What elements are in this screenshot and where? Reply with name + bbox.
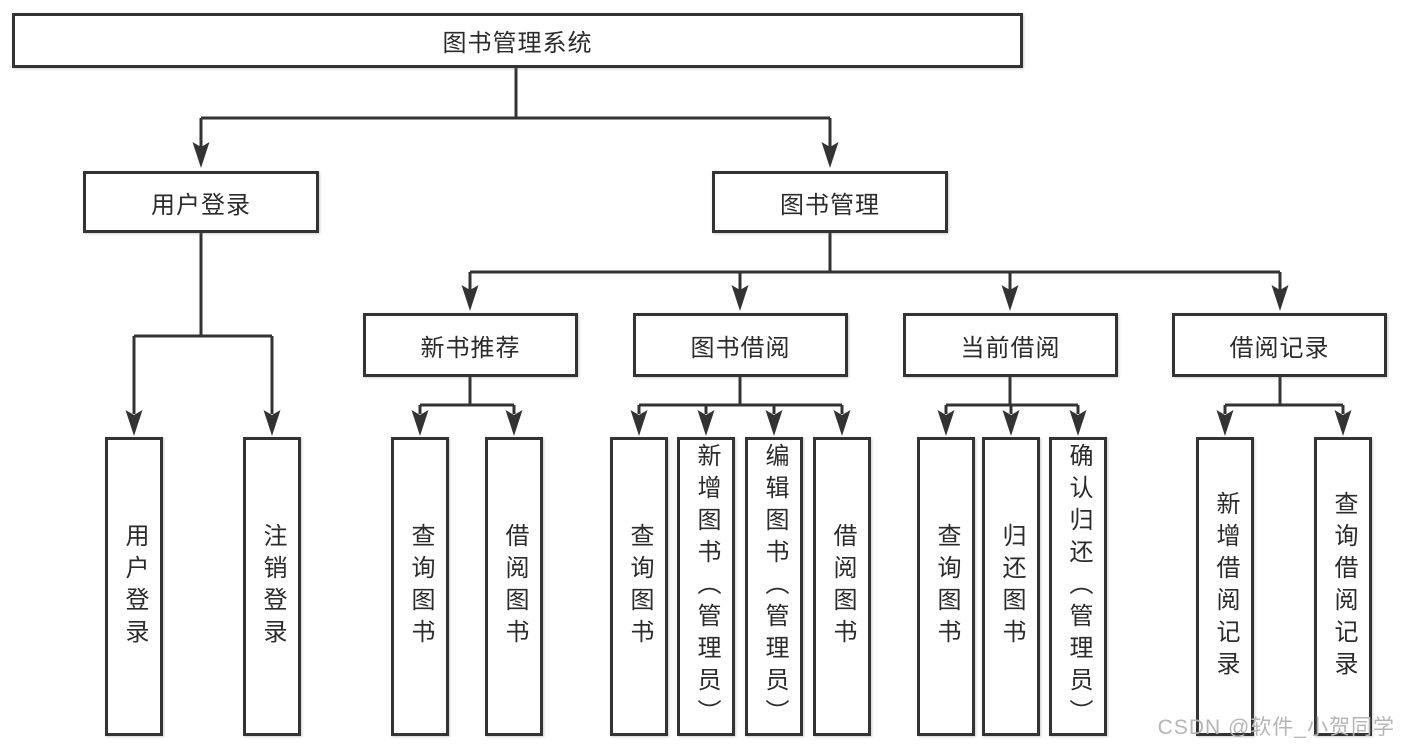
arrowhead bbox=[1216, 410, 1234, 436]
leaf-node-label: 新增图书（管理员） bbox=[693, 442, 720, 731]
leaf-node-label: 查询图书 bbox=[933, 522, 960, 651]
arrowhead bbox=[1002, 410, 1020, 436]
branch-node-book-management: 图书管理 bbox=[712, 171, 948, 233]
leaf-node-label: 借阅图书 bbox=[829, 522, 856, 651]
connector-newbook-to-leaves bbox=[418, 377, 516, 414]
branch-node-label: 用户登录 bbox=[151, 191, 251, 219]
arrowhead bbox=[1001, 285, 1019, 311]
connector-mgmt-to-level3 bbox=[468, 233, 1282, 290]
branch-node-label: 借阅记录 bbox=[1229, 334, 1330, 362]
arrowhead bbox=[833, 410, 851, 436]
arrowhead bbox=[1334, 410, 1352, 436]
arrowhead bbox=[505, 410, 523, 436]
leaf-node-query-borrow-record: 查询借阅记录 bbox=[1314, 437, 1372, 736]
branch-node-book-borrow: 图书借阅 bbox=[633, 313, 848, 377]
arrowhead bbox=[1069, 410, 1087, 436]
leaf-node-label: 借阅图书 bbox=[501, 522, 528, 651]
leaf-node-label: 查询借阅记录 bbox=[1330, 490, 1357, 683]
leaf-node-query-books-current: 查询图书 bbox=[917, 437, 975, 736]
arrowhead bbox=[697, 410, 715, 436]
leaf-node-label: 注销登录 bbox=[259, 522, 286, 651]
leaf-node-label: 编辑图书（管理员） bbox=[761, 442, 788, 731]
branch-node-label: 图书借阅 bbox=[690, 334, 791, 362]
arrowhead bbox=[765, 410, 783, 436]
connector-current-to-leaves bbox=[944, 377, 1080, 414]
connector-root-to-level2 bbox=[199, 68, 832, 147]
leaf-node-user-login: 用户登录 bbox=[105, 437, 163, 736]
leaf-node-label: 用户登录 bbox=[121, 522, 148, 651]
leaf-node-query-books-newbook: 查询图书 bbox=[391, 437, 449, 736]
arrowhead bbox=[125, 410, 143, 436]
arrowhead bbox=[937, 410, 955, 436]
arrowhead bbox=[731, 285, 749, 311]
leaf-node-return-books: 归还图书 bbox=[982, 437, 1040, 736]
leaf-node-confirm-return-admin: 确认归还（管理员） bbox=[1049, 437, 1107, 736]
branch-node-label: 新书推荐 bbox=[420, 334, 521, 362]
leaf-node-label: 新增借阅记录 bbox=[1212, 490, 1239, 683]
arrowhead bbox=[1271, 285, 1289, 311]
leaf-node-query-books-borrow: 查询图书 bbox=[610, 437, 668, 736]
branch-node-user-login: 用户登录 bbox=[83, 171, 319, 233]
root-node-label: 图书管理系统 bbox=[442, 30, 593, 57]
leaf-node-logout: 注销登录 bbox=[243, 437, 301, 736]
leaf-node-borrow-books-borrow: 借阅图书 bbox=[813, 437, 871, 736]
branch-node-new-book-recommend: 新书推荐 bbox=[363, 313, 578, 377]
arrowhead bbox=[192, 142, 210, 168]
leaf-node-label: 查询图书 bbox=[407, 522, 434, 651]
leaf-node-label: 归还图书 bbox=[998, 522, 1025, 651]
leaf-node-borrow-books-newbook: 借阅图书 bbox=[485, 437, 543, 736]
arrowhead bbox=[411, 410, 429, 436]
connector-user-to-leaves bbox=[132, 233, 274, 414]
connector-borrow-to-leaves bbox=[637, 377, 844, 414]
branch-node-current-borrow: 当前借阅 bbox=[903, 313, 1118, 377]
branch-node-borrow-records: 借阅记录 bbox=[1172, 313, 1387, 377]
arrowhead bbox=[461, 285, 479, 311]
leaf-node-label: 查询图书 bbox=[626, 522, 653, 651]
leaf-node-label: 确认归还（管理员） bbox=[1065, 442, 1092, 731]
arrowhead bbox=[263, 410, 281, 436]
branch-node-label: 图书管理 bbox=[780, 191, 880, 219]
csdn-watermark: CSDN @软件_小贺同学 bbox=[1157, 716, 1395, 739]
arrowhead bbox=[821, 142, 839, 168]
branch-node-label: 当前借阅 bbox=[960, 334, 1061, 362]
leaf-node-edit-books-admin: 编辑图书（管理员） bbox=[745, 437, 803, 736]
leaf-node-add-books-admin: 新增图书（管理员） bbox=[677, 437, 735, 736]
arrowhead bbox=[630, 410, 648, 436]
root-node-library-system: 图书管理系统 bbox=[12, 13, 1023, 68]
connector-records-to-leaves bbox=[1223, 377, 1345, 414]
leaf-node-add-borrow-record: 新增借阅记录 bbox=[1196, 437, 1254, 736]
